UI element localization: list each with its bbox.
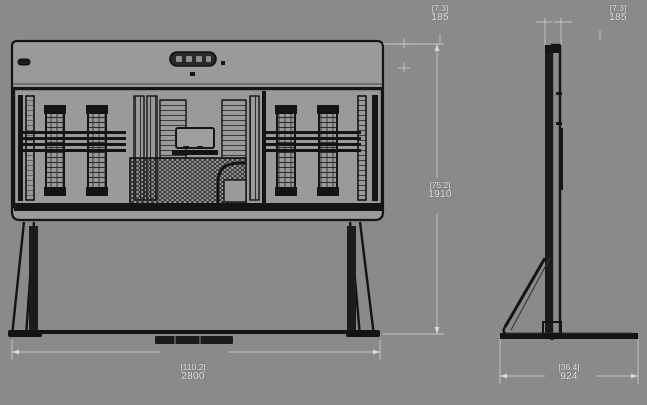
dimension-lines xyxy=(11,18,639,384)
guide-rail-left-outer xyxy=(18,95,35,201)
dim-inch-value: [110.2] xyxy=(180,362,206,372)
dim-mm-value: 2800 xyxy=(181,371,205,382)
dimension-side-top-depth: [7.3] 185 xyxy=(592,3,644,23)
horizontal-shaft-group-left xyxy=(22,131,126,152)
dim-inch-value: [7.3] xyxy=(431,3,449,13)
mesh-deck-center xyxy=(129,157,247,205)
dim-mm-value: 1910 xyxy=(428,189,452,200)
dimension-front-top-depth: [7.3] 185 xyxy=(414,3,466,23)
dimension-side-base-depth: [36.4] 924 xyxy=(543,362,595,382)
horizontal-shaft-group-right xyxy=(266,131,361,152)
dim-inch-value: [7.3] xyxy=(609,3,627,13)
bay-divider xyxy=(262,91,266,205)
dim-inch-value: [75.2] xyxy=(429,180,451,190)
dim-mm-value: 924 xyxy=(560,371,578,382)
dimension-front-width: [110.2] 2800 xyxy=(162,362,224,382)
dimension-arrows xyxy=(12,44,638,379)
dim-mm-value: 185 xyxy=(609,12,627,23)
latch-detail-left xyxy=(17,58,31,66)
guide-rail-right xyxy=(357,95,378,201)
ladder-stack-center-right xyxy=(221,95,260,201)
side-elevation-view xyxy=(500,43,638,340)
dim-inch-value: [36.4] xyxy=(558,362,580,372)
dim-mm-value: 185 xyxy=(431,12,449,23)
dimension-front-height: [75.2] 1910 xyxy=(412,180,468,200)
front-elevation-view xyxy=(8,39,385,344)
interior-frame xyxy=(12,87,384,211)
control-module xyxy=(172,127,218,155)
handle-oval-detail xyxy=(169,51,225,76)
stand-legs xyxy=(8,221,380,344)
